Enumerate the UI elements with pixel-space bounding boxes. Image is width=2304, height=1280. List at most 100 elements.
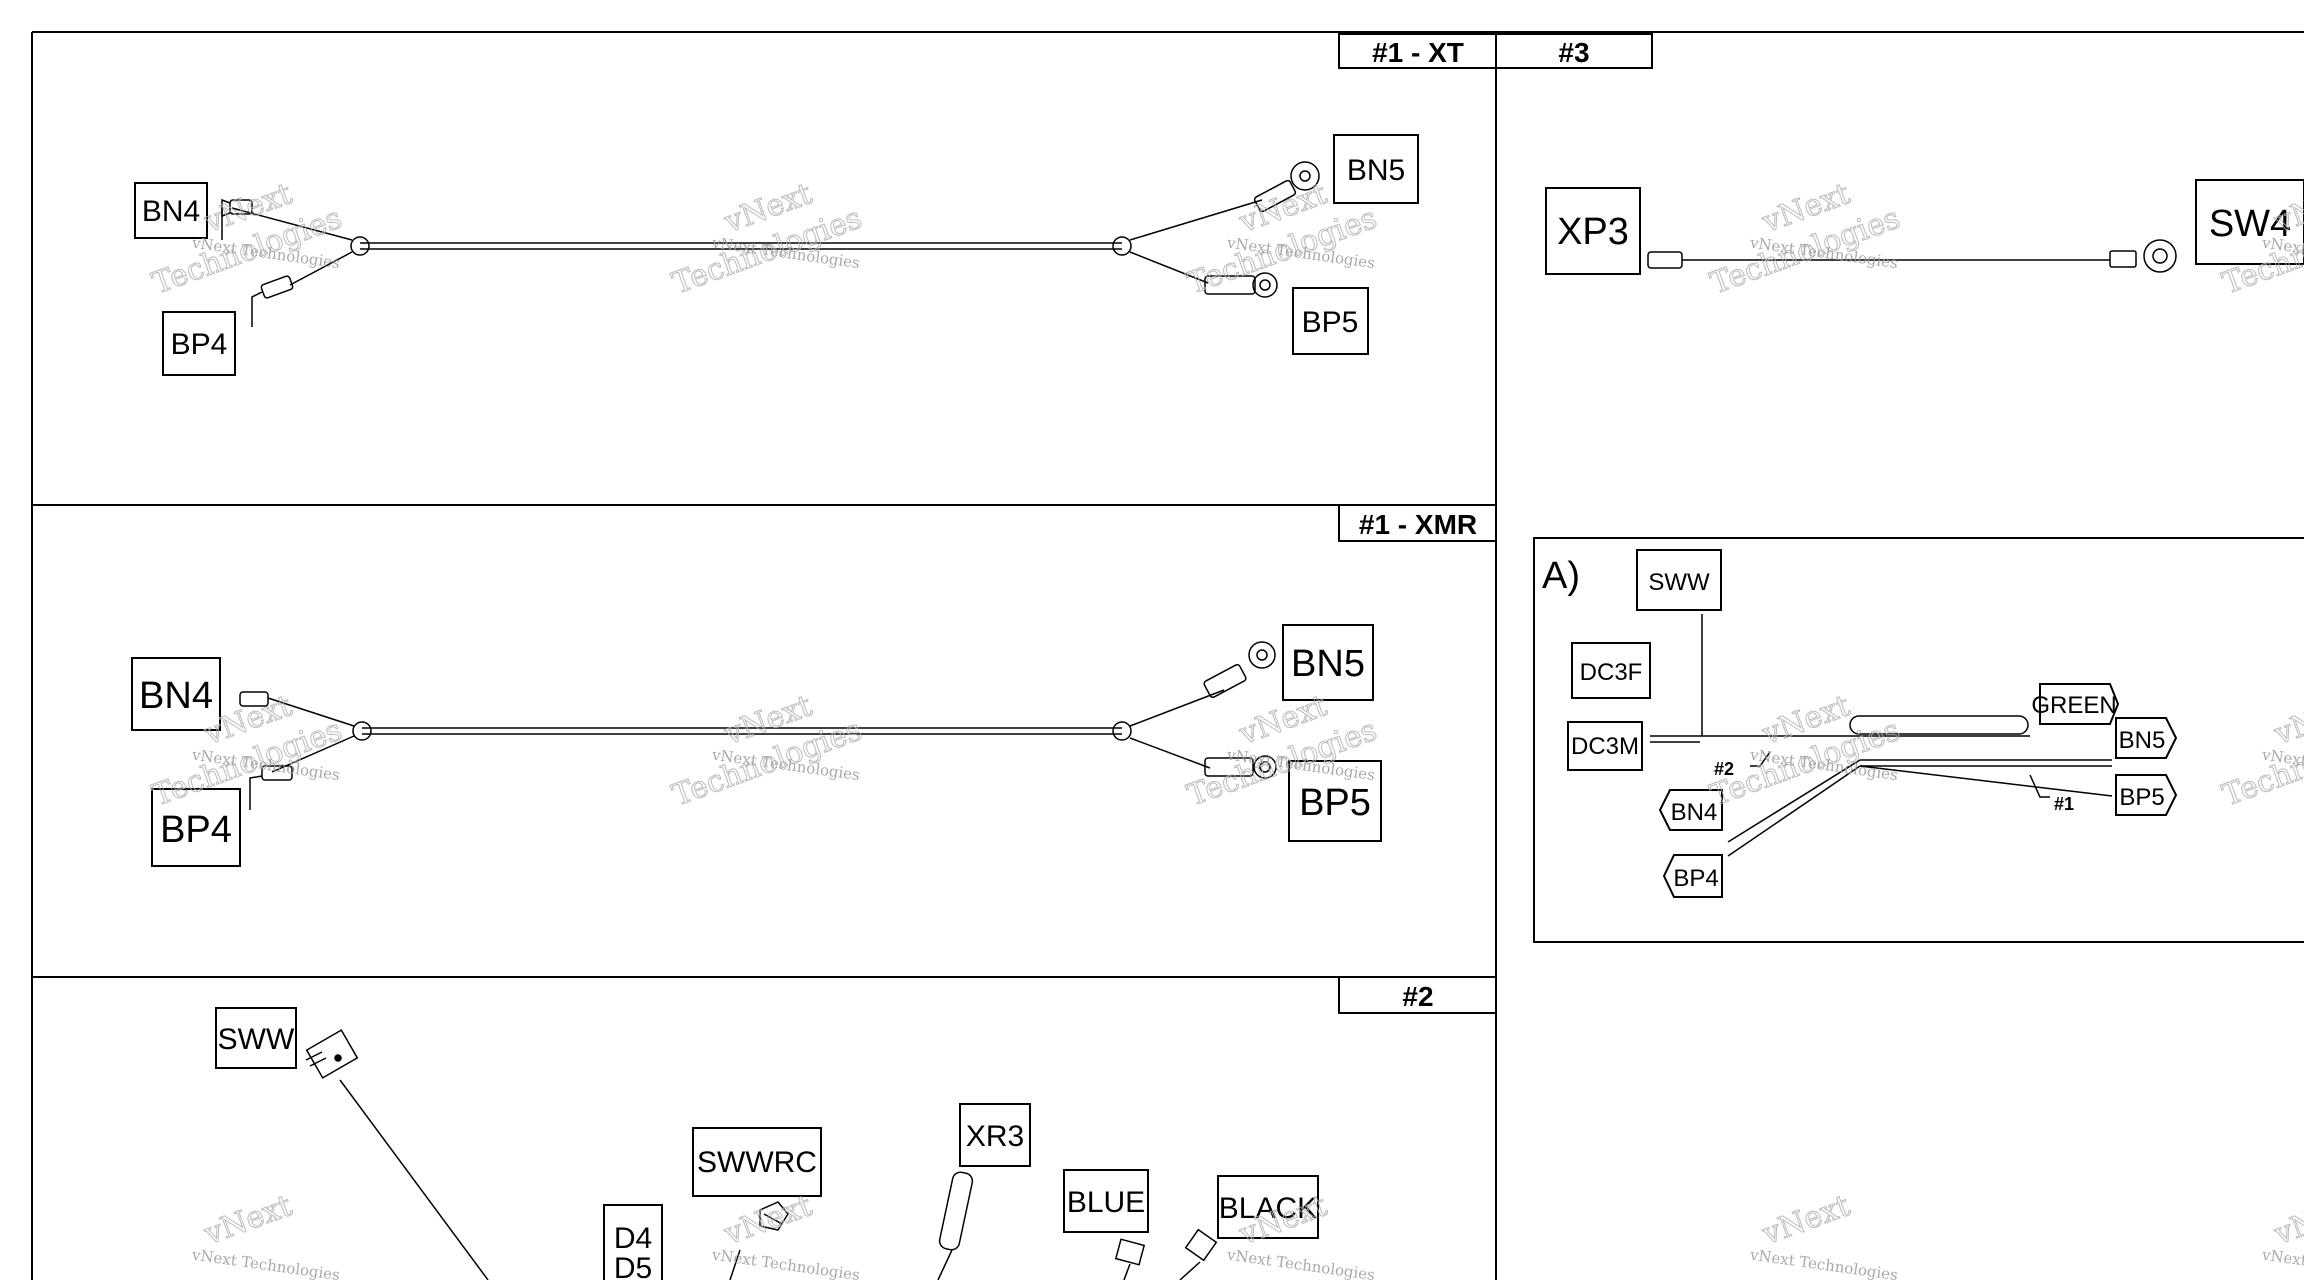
panel-header-3: #3 [1495,33,1653,69]
detail-a-title: A) [1542,555,1580,597]
watermark-line1: vNext [1757,1188,1854,1252]
blue-connector [1114,1238,1146,1266]
watermark-small: vNext Technologies [2260,1245,2304,1280]
label-sw4: SW4 [2195,179,2304,265]
panel-2: SWW SWWRC XR3 D4 D5 BLUE BLACK [215,1007,1319,1280]
detail-a-tag-bp4: BP4 [1662,854,1723,898]
watermark: vNext vNext Technologies [2260,1188,2304,1280]
terminal-bn5-ring [1253,161,1320,213]
swwrc-connector [759,1201,789,1231]
label-sw4-text: SW4 [2209,203,2291,245]
detail-a-label-dc3f: DC3F [1571,642,1651,699]
watermark: vNext Technologies vNext Technologies [2217,688,2304,814]
detail-a-tag-bn4: BN4 [1658,789,1723,831]
drawing-frame [31,31,2304,1280]
label-xr3-text: XR3 [966,1120,1024,1153]
label-black: BLACK [1217,1175,1319,1239]
detail-a-bp4-text: BP4 [1673,865,1718,892]
watermark-line1: vNext [2269,688,2304,752]
panel-3: XP3 SW4 [1545,179,2304,275]
label-bp4-xmr-text: BP4 [160,809,232,851]
harness-wire-3 [1647,239,2177,273]
watermark: vNext vNext Technologies [190,1188,341,1280]
terminal-bn4-xmr [239,691,269,707]
terminal-bp4-xmr [249,765,293,810]
detail-a-sww-text: SWW [1648,569,1710,596]
detail-a-ref-1: #1 [2054,794,2074,814]
detail-a-tag-bn5: BN5 [2115,717,2178,759]
label-bp4-xmr: BP4 [151,788,241,867]
label-bn5-xmr: BN5 [1282,624,1374,701]
label-swwrc: SWWRC [692,1127,822,1197]
panel-header-xt: #1 - XT [1338,33,1497,69]
label-xp3-text: XP3 [1557,211,1629,253]
watermark-small: vNext Technologies [1748,1245,1899,1280]
label-xr3: XR3 [959,1103,1031,1167]
detail-a-label-sww: SWW [1636,549,1722,611]
label-d4-d5: D4 D5 [603,1204,663,1280]
label-black-text: BLACK [1219,1192,1317,1225]
watermark-small: vNext Technologies [1225,1245,1376,1280]
label-d4-text: D4 [614,1222,652,1255]
panel-xmr: BN4 BP4 BN5 BP5 [131,624,1382,867]
detail-a-tag-bp5: BP5 [2115,774,2178,816]
watermark: vNext Technologies vNext Technologies [1182,176,1382,302]
panel-xt: BN4 BP4 BN5 BP5 [134,134,1419,376]
label-bn5-text: BN5 [1347,154,1405,187]
detail-a-bn5-text: BN5 [2119,727,2166,754]
detail-a-wires [1650,614,2113,857]
watermark-line1: vNext [199,1188,296,1252]
label-bn4: BN4 [134,182,208,239]
label-bn5: BN5 [1333,134,1419,204]
label-sww-2: SWW [215,1007,297,1069]
xr3-connector [938,1171,974,1251]
watermark: vNext vNext Technologies [1748,1188,1899,1280]
detail-a-bn4-text: BN4 [1671,799,1718,826]
sww-connector [305,1029,359,1079]
terminal-bp5-ring [1204,272,1278,298]
label-blue-text: BLUE [1067,1186,1145,1219]
panel-header-xmr-label: #1 - XMR [1359,509,1477,540]
label-bp4-text: BP4 [171,328,228,361]
detail-a-green-text: GREEN [2031,692,2116,719]
watermark-line1: vNext [719,1188,816,1252]
label-bp5: BP5 [1292,287,1369,355]
black-connector [1184,1228,1218,1262]
label-bn4-xmr-text: BN4 [139,675,213,717]
watermark: vNext Technologies vNext Technologies [1705,176,1905,302]
watermark-line1: vNext [2269,1188,2304,1252]
label-bp4: BP4 [162,311,236,376]
label-blue: BLUE [1063,1169,1149,1233]
panel-header-xt-label: #1 - XT [1372,37,1464,68]
watermark-small: vNext Technologies [710,1245,861,1280]
terminal-bn5-xmr [1203,641,1276,699]
label-bp5-xmr-text: BP5 [1299,782,1371,824]
label-d5-text: D5 [614,1252,652,1280]
panel-header-3-label: #3 [1558,37,1589,68]
detail-a-dc3f-text: DC3F [1580,659,1643,686]
watermark: vNext Technologies vNext Technologies [667,176,867,302]
label-bn5-xmr-text: BN5 [1291,643,1365,685]
watermark: vNext Technologies vNext Technologies [667,688,867,814]
label-swwrc-text: SWWRC [697,1146,817,1179]
watermark-small: vNext Technologies [190,1245,341,1280]
detail-a: A) SWW DC3F DC3M GREEN [1533,537,2304,943]
detail-a-ref-2: #2 [1714,759,1734,779]
detail-a-dc3m-text: DC3M [1571,733,1639,760]
panel-header-2-label: #2 [1402,981,1433,1012]
detail-a-label-dc3m: DC3M [1567,721,1643,771]
label-bp5-text: BP5 [1302,306,1359,339]
terminal-bn4-connector [221,198,253,240]
label-bp5-xmr: BP5 [1288,760,1382,842]
label-bn4-text: BN4 [142,195,200,228]
terminal-bp5-xmr [1204,755,1277,779]
label-sww-2-text: SWW [218,1023,295,1056]
detail-a-tag-green: GREEN [2031,683,2120,725]
label-xp3: XP3 [1545,187,1641,275]
label-bn4-xmr: BN4 [131,657,221,731]
detail-a-bp5-text: BP5 [2119,784,2164,811]
harness-wire [231,199,1263,286]
watermark: vNext vNext Technologies [710,1188,861,1280]
terminal-bp4-connector [251,275,294,327]
